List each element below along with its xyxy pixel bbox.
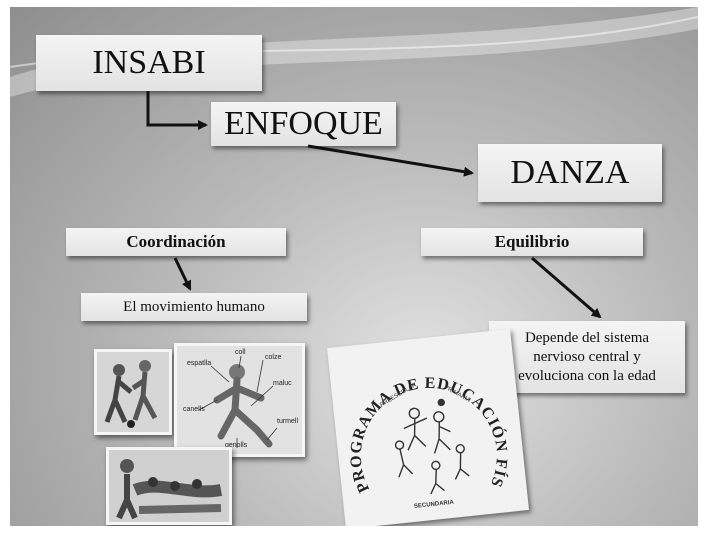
depende-line-1: Depende del sistema (524, 329, 650, 346)
arrow-enfoque-danza (307, 144, 474, 177)
danza-text: DANZA (510, 154, 630, 191)
label-canells: canells (183, 406, 205, 413)
movimiento-box: El movimiento humano (81, 293, 307, 321)
connector-arrows (146, 91, 602, 319)
arrow-equilibrio-depende (531, 256, 602, 319)
logo-seal: PROGRAMA DE EDUCACIÓN FÍSICA PREESCOLAR … (319, 317, 515, 510)
enfoque-text: ENFOQUE (224, 105, 383, 142)
photo-anatomy: espatlla coll colze maluc canells turmel… (174, 343, 305, 457)
equilibrio-box: Equilibrio (421, 228, 643, 256)
photo-soccer (94, 349, 172, 435)
photo-group (106, 447, 232, 525)
depende-box: Depende del sistema nervioso central y e… (489, 321, 685, 393)
insabi-text: INSABI (92, 44, 206, 81)
label-espatlla: espatlla (187, 360, 212, 367)
logo-secundaria: SECUNDARIA (414, 500, 455, 510)
danza-box: DANZA (478, 144, 662, 202)
logo-arc-text: PROGRAMA DE EDUCACIÓN FÍSICA (319, 317, 515, 507)
depende-line-3: evoluciona con la edad (518, 367, 656, 384)
arrow-coordinacion-movimiento (173, 257, 192, 291)
slide: INSABI ENFOQUE DANZA Coordinación El mov… (10, 7, 698, 526)
label-genolls: genolls (225, 442, 248, 449)
runner-figure (198, 355, 278, 448)
depende-line-2: nervioso central y (533, 348, 641, 365)
label-colze: colze (265, 354, 282, 361)
equilibrio-text: Equilibrio (494, 232, 570, 251)
enfoque-box: ENFOQUE (211, 102, 396, 146)
soccer-figures (104, 360, 158, 428)
label-turmell: turmell (277, 418, 299, 425)
logo-programa-educacion-fisica: PROGRAMA DE EDUCACIÓN FÍSICA PREESCOLAR … (319, 317, 530, 526)
group-figures (116, 459, 223, 520)
coordinacion-box: Coordinación (66, 228, 286, 256)
movimiento-text: El movimiento humano (123, 298, 265, 315)
label-maluc: maluc (273, 380, 292, 387)
arrow-insabi-enfoque (146, 91, 208, 130)
coordinacion-text: Coordinación (126, 232, 226, 251)
insabi-box: INSABI (36, 35, 262, 91)
label-coll: coll (235, 349, 246, 356)
svg-text:PROGRAMA DE EDUCACIÓN FÍSICA: PROGRAMA DE EDUCACIÓN FÍSICA (327, 329, 515, 507)
